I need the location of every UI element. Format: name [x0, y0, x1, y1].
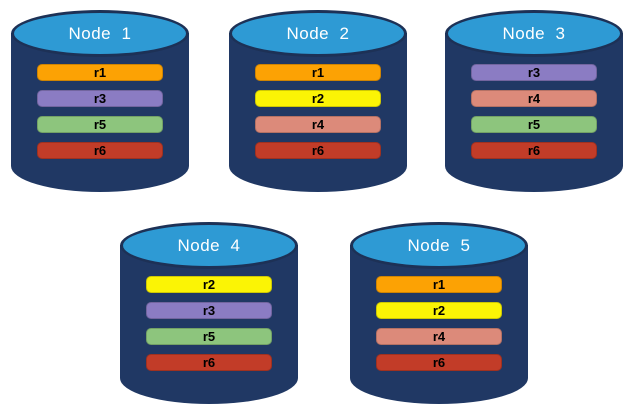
replica-bars: r1 r2 r4 r6 [376, 276, 502, 371]
replica-bar: r2 [255, 90, 381, 107]
cylinder-body [120, 245, 298, 404]
db-node-1: Node 1 r1 r3 r5 r6 [11, 10, 189, 192]
replica-bar: r4 [376, 328, 502, 345]
replica-bar: r2 [376, 302, 502, 319]
cylinder-top: Node 2 [229, 10, 407, 57]
db-node-2: Node 2 r1 r2 r4 r6 [229, 10, 407, 192]
replica-bar: r6 [376, 354, 502, 371]
db-node-4: Node 4 r2 r3 r5 r6 [120, 222, 298, 404]
replica-bar: r6 [255, 142, 381, 159]
cylinder-body [445, 33, 623, 192]
cylinder-body [11, 33, 189, 192]
replica-bar: r6 [37, 142, 163, 159]
node-title: Node 5 [407, 235, 471, 255]
replica-bar: r5 [471, 116, 597, 133]
cylinder-body [350, 245, 528, 404]
replica-bar: r2 [146, 276, 272, 293]
replica-bars: r2 r3 r5 r6 [146, 276, 272, 371]
replica-bar: r1 [255, 64, 381, 81]
replica-bar: r5 [37, 116, 163, 133]
replica-bar: r3 [471, 64, 597, 81]
db-node-5: Node 5 r1 r2 r4 r6 [350, 222, 528, 404]
replica-bar: r3 [37, 90, 163, 107]
cylinder-top: Node 1 [11, 10, 189, 57]
replica-bar: r6 [146, 354, 272, 371]
replica-bar: r5 [146, 328, 272, 345]
cylinder-top: Node 5 [350, 222, 528, 269]
replica-bar: r4 [255, 116, 381, 133]
replica-bar: r3 [146, 302, 272, 319]
replica-bar: r1 [376, 276, 502, 293]
replica-bar: r1 [37, 64, 163, 81]
replica-bars: r1 r2 r4 r6 [255, 64, 381, 159]
replica-bar: r4 [471, 90, 597, 107]
cylinder-body [229, 33, 407, 192]
cylinder-top: Node 3 [445, 10, 623, 57]
db-node-3: Node 3 r3 r4 r5 r6 [445, 10, 623, 192]
node-title: Node 4 [177, 235, 241, 255]
node-title: Node 3 [502, 23, 566, 43]
replica-bar: r6 [471, 142, 597, 159]
cylinder-top: Node 4 [120, 222, 298, 269]
replica-bars: r1 r3 r5 r6 [37, 64, 163, 159]
node-title: Node 1 [68, 23, 132, 43]
replica-bars: r3 r4 r5 r6 [471, 64, 597, 159]
node-title: Node 2 [286, 23, 350, 43]
